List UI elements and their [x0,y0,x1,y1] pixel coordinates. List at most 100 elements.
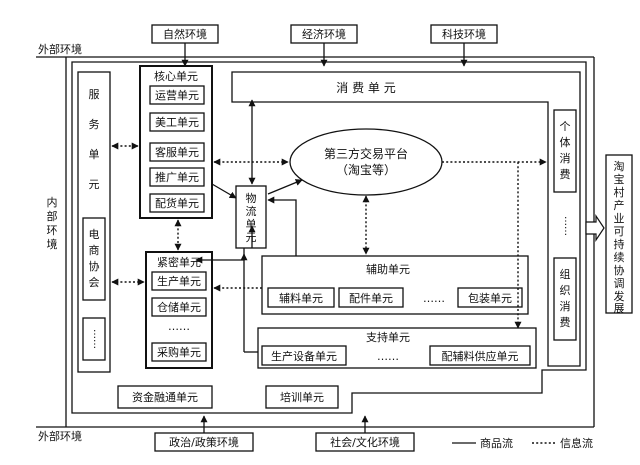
svg-text:境: 境 [47,237,58,251]
consumer-unit-outline [231,71,581,367]
support-item-production-equipment [261,345,347,366]
svg-text:环: 环 [47,224,58,237]
support-ellipsis: …… [377,350,399,363]
goods-flow-connectors [195,99,303,353]
tight-ellipsis: …… [168,320,190,333]
svg-text:发: 发 [614,289,625,303]
svg-text:经济环境: 经济环境 [302,27,346,41]
core-logistics-flow [211,183,237,199]
svg-text:务: 务 [89,118,100,131]
service-more-ellipsis: …… [91,329,102,349]
platform-sublabel: （淘宝等） [336,163,396,177]
svg-text:产: 产 [614,198,625,212]
svg-text:仓储单元: 仓储单元 [157,300,201,314]
svg-text:资金融通单元: 资金融通单元 [132,390,198,404]
training-unit-box [265,385,339,409]
svg-text:元: 元 [246,231,257,244]
outer-env-label-bottom: 外部环境 [38,429,82,443]
core-item-promotion [149,167,205,187]
svg-text:配件单元: 配件单元 [349,292,393,305]
ecommerce-association-box [82,217,106,301]
info-flow-connectors [111,142,547,329]
aux-item-accessory-material [267,287,335,308]
svg-text:个: 个 [560,120,571,133]
svg-text:淘: 淘 [614,160,625,173]
svg-text:辅料单元: 辅料单元 [279,291,323,305]
logistics-unit-label: 物 流 单 元 [246,191,257,244]
svg-text:费: 费 [560,316,571,329]
organization-consumption-label: 组 织 消 费 [560,267,571,329]
svg-text:社会/文化环境: 社会/文化环境 [330,435,400,449]
service-unit-label: 服 务 单 元 [89,88,100,191]
sustainable-development-goal-box [605,154,633,314]
tight-item-procurement [151,342,207,362]
core-unit-title: 核心单元 [154,69,198,83]
svg-text:培训单元: 培训单元 [280,390,324,404]
core-item-customer-service [149,142,205,162]
outer-env-label-top: 外部环境 [38,42,82,56]
tight-item-production [151,271,207,291]
inner-env-label: 内 部 环 境 [47,195,58,251]
svg-text:自然环境: 自然环境 [163,27,207,41]
svg-text:消: 消 [560,299,571,313]
svg-text:政治/政策环境: 政治/政策环境 [169,435,239,449]
aux-item-parts [338,287,404,308]
svg-text:可: 可 [614,225,625,238]
svg-text:村: 村 [614,185,625,199]
aux-ellipsis: …… [423,292,445,305]
svg-text:配辅料供应单元: 配辅料供应单元 [442,349,519,363]
support-unit-title: 支持单元 [366,330,410,344]
svg-text:服: 服 [89,88,100,101]
core-item-distribution [149,193,205,213]
service-more-box [82,317,106,361]
svg-text:采购单元: 采购单元 [157,345,201,359]
svg-text:物: 物 [246,191,257,205]
logistics-unit-box [235,185,267,249]
svg-text:包装单元: 包装单元 [468,292,512,305]
tight-item-warehouse [151,297,207,317]
svg-text:内: 内 [47,195,58,209]
support-item-material-supply [429,345,531,366]
legend: 商品流 信息流 [452,436,593,450]
platform-label: 第三方交易平台 [324,146,408,161]
legend-goods-label: 商品流 [480,436,513,450]
finance-unit-box [117,385,213,409]
svg-text:业: 业 [614,212,625,225]
svg-text:消: 消 [560,151,571,165]
individual-consumption-box [553,109,577,193]
svg-text:运营单元: 运营单元 [155,88,199,102]
tight-unit-title: 紧密单元 [157,255,201,269]
svg-text:美工单元: 美工单元 [155,116,199,129]
svg-text:协: 协 [89,259,100,273]
svg-text:协: 协 [614,263,625,277]
core-item-art [149,112,205,132]
individual-consumption-label: 个 体 消 费 [560,120,571,181]
svg-text:展: 展 [614,302,625,315]
svg-text:调: 调 [614,277,625,290]
outer-environment-frame [36,56,595,428]
ecommerce-association-label: 电 商 协 会 [89,228,100,289]
svg-text:体: 体 [560,135,571,149]
aux-item-packaging [457,287,523,308]
svg-text:单: 单 [246,218,257,231]
svg-text:电: 电 [89,228,100,241]
core-item-operations [149,85,205,105]
svg-text:生产设备单元: 生产设备单元 [271,349,337,363]
svg-text:宝: 宝 [614,172,625,186]
inner-environment-boundary [71,61,587,414]
aux-logistics-flow [267,196,297,256]
svg-text:客服单元: 客服单元 [155,145,199,159]
svg-text:费: 费 [560,168,571,181]
svg-text:织: 织 [560,284,571,297]
svg-text:推广单元: 推广单元 [155,170,199,184]
svg-text:单: 单 [89,148,100,161]
svg-text:持: 持 [614,237,625,251]
legend-info-label: 信息流 [560,436,593,450]
sustainable-development-goal-label: 淘 宝 村 产 业 可 持 续 协 调 发 展 [614,160,625,315]
svg-text:配货单元: 配货单元 [155,196,199,210]
svg-text:商: 商 [89,243,100,257]
svg-text:元: 元 [89,178,100,191]
svg-text:部: 部 [47,209,58,223]
svg-text:流: 流 [246,204,257,218]
